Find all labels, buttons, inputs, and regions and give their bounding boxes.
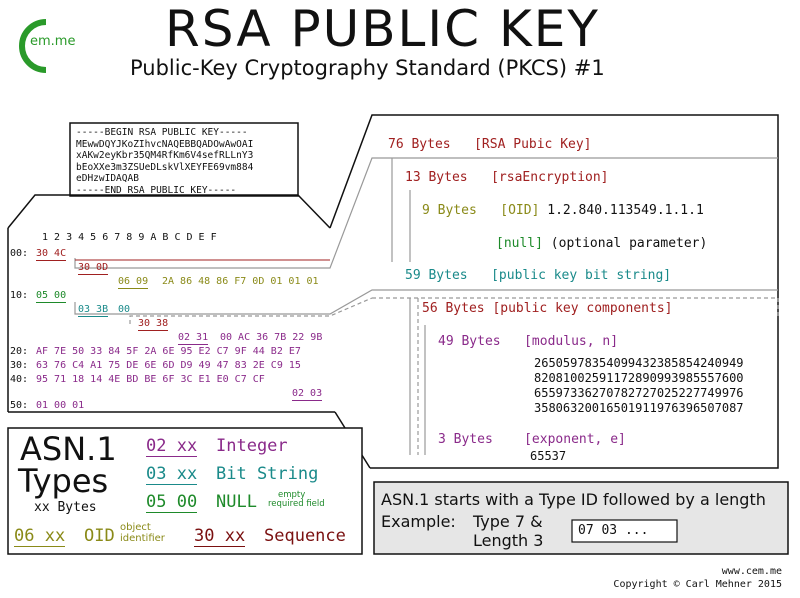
type-null-code: 05 00 [146, 492, 198, 513]
pem-box [69, 122, 299, 197]
hex-oid-value: 2A 86 48 86 F7 0D 01 01 01 [162, 276, 319, 287]
type-seq-name: Sequence [264, 526, 346, 546]
example-bytes-box [571, 519, 678, 543]
pem-line: xAKw2eyKbr35QM4RfKm6V4sefRLLnY3 [76, 150, 254, 161]
pem-block: -----BEGIN RSA PUBLIC KEY----- MEwwDQYJK… [76, 127, 253, 196]
exponent-value: 65537 [530, 449, 567, 463]
hex-seq-inner: 30 0D [78, 262, 109, 275]
struct-56: 56 Bytes [public key components] [422, 301, 673, 316]
struct-49: 49 Bytes [modulus, n] [438, 334, 619, 349]
footer-copyright: Copyright © Carl Mehner 2015 [613, 579, 782, 590]
hex-columns: 1 2 3 4 5 6 7 8 9 A B C D E F [42, 232, 217, 243]
pem-line: -----END RSA PUBLIC KEY----- [76, 184, 237, 196]
page-title: RSA PUBLIC KEY [165, 0, 600, 58]
row-label: 10: [10, 290, 29, 301]
pem-line: MEwwDQYJKoZIhvcNAQEBBQADOwAwOAI [76, 138, 254, 150]
struct-76: 76 Bytes [RSA Pubic Key] [388, 137, 592, 152]
hex-row: 63 76 C4 A1 75 DE 6E 6D D9 49 47 83 2E C… [36, 360, 301, 371]
hex-integer-exp: 02 03 [292, 388, 323, 401]
footer-site: www.cem.me [721, 566, 782, 577]
hex-null: 05 00 [36, 290, 67, 303]
pem-line: eDHzwIDAQAB [76, 173, 139, 184]
logo-text: em.me [30, 34, 76, 49]
type-bit-name: Bit String [216, 464, 319, 484]
note-line: ASN.1 starts with a Type ID followed by … [381, 490, 766, 509]
pem-line: bEoXXe3m3ZSUeDLskVlXEYFE69vm884 [76, 161, 254, 173]
type-bit-code: 03 xx [146, 464, 198, 485]
row-label: 40: [10, 374, 29, 385]
pem-line: -----BEGIN RSA PUBLIC KEY----- [76, 127, 248, 138]
struct-3: 3 Bytes [exponent, e] [438, 432, 626, 447]
hex-modulus: 00 AC 36 7B 22 9B [220, 332, 323, 343]
type-oid-code: 06 xx [14, 526, 66, 547]
struct-13: 13 Bytes [rsaEncryption] [405, 170, 609, 185]
type-seq-code: 30 xx [194, 526, 246, 547]
row-label: 30: [10, 360, 29, 371]
type-null-name: NULL [216, 492, 257, 512]
hex-row: 01 00 01 [36, 400, 85, 411]
types-heading-types: Types [18, 462, 109, 500]
hex-bitstring-pad: 00 [118, 304, 131, 315]
hex-row: 95 71 18 14 4E BD BE 6F 3C E1 E0 C7 CF [36, 374, 265, 385]
types-box [7, 427, 363, 555]
hex-bitstring: 03 3B [78, 304, 109, 317]
structure-panel [329, 114, 779, 469]
struct-9: 9 Bytes [OID] 1.2.840.113549.1.1.1 [422, 203, 704, 218]
hex-integer: 02 31 [178, 332, 209, 345]
type-int-name: Integer [216, 436, 288, 456]
page-subtitle: Public-Key Cryptography Standard (PKCS) … [130, 56, 605, 80]
note-example-label: Example: [381, 512, 456, 531]
type-int-code: 02 xx [146, 436, 198, 457]
types-heading-bytes: xx Bytes [34, 500, 97, 515]
hex-oid: 06 09 [118, 276, 149, 289]
row-label: 50: [10, 400, 29, 411]
logo-icon [19, 19, 47, 73]
types-heading-asn: ASN.1 [20, 430, 117, 468]
hex-row: AF 7E 50 33 84 5F 2A 6E 95 E2 C7 9F 44 B… [36, 346, 301, 357]
note-type: Type 7 & [473, 512, 543, 531]
type-oid-name: OID [84, 526, 115, 546]
note-example-bytes: 07 03 ... [578, 523, 649, 538]
hex-seq-components: 30 38 [138, 318, 169, 331]
struct-null: [null] (optional parameter) [496, 236, 708, 251]
hex-seq: 30 4C [36, 248, 67, 261]
note-length: Length 3 [473, 531, 544, 550]
hex-panel-top [7, 194, 331, 229]
struct-59: 59 Bytes [public key bit string] [405, 268, 672, 283]
row-label: 20: [10, 346, 29, 357]
row-label: 00: [10, 248, 29, 259]
modulus-value: 2650597835409943238585424094​9 820810025… [534, 356, 744, 415]
